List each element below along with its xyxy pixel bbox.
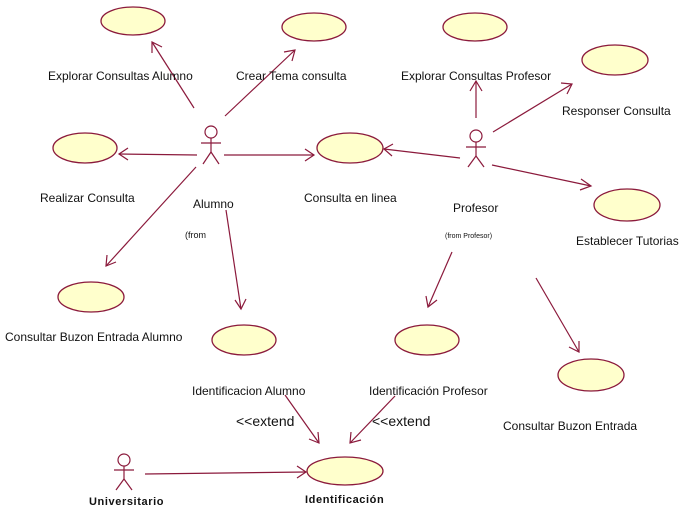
label-crear-tema-consulta: Crear Tema consulta — [236, 69, 347, 83]
usecase-consultar-buzon-entrada[interactable] — [557, 358, 625, 392]
association-alumno-buzon — [105, 166, 197, 267]
usecase-realizar-consulta[interactable] — [52, 132, 118, 164]
label-consulta-en-linea: Consulta en linea — [304, 191, 397, 205]
label-extend-profesor: <<extend — [372, 413, 430, 429]
association-alumno-realizar — [117, 147, 198, 161]
extend-profesor-identificacion — [349, 395, 396, 444]
association-profesor-responser — [492, 82, 573, 133]
association-profesor-consulta-linea — [382, 143, 461, 159]
association-profesor-buzon — [535, 277, 580, 353]
usecase-consultar-buzon-entrada-alumno[interactable] — [57, 281, 125, 313]
actor-alumno[interactable] — [201, 125, 221, 165]
association-profesor-establecer — [491, 164, 593, 191]
label-actor-alumno: Alumno — [193, 197, 234, 211]
association-profesor-identificacion — [425, 251, 453, 309]
usecase-identificacion-alumno[interactable] — [211, 324, 277, 356]
actor-universitario[interactable] — [114, 453, 134, 491]
label-actor-profesor-note: (from Profesor) — [445, 233, 492, 240]
label-actor-universitario: Universitario — [89, 496, 164, 508]
label-establecer-tutorias: Establecer Tutorias — [576, 234, 679, 248]
usecase-crear-tema-consulta[interactable] — [281, 12, 347, 42]
association-alumno-crear-tema — [224, 49, 296, 117]
label-realizar-consulta: Realizar Consulta — [40, 191, 135, 205]
label-actor-profesor: Profesor — [453, 201, 498, 215]
usecase-identificacion[interactable] — [306, 456, 384, 486]
label-consultar-buzon-entrada: Consultar Buzon Entrada — [503, 419, 637, 433]
label-explorar-consultas-profesor: Explorar Consultas Profesor — [401, 69, 551, 83]
label-identificacion: Identificación — [305, 494, 384, 506]
association-universitario-identificacion — [144, 465, 308, 479]
association-alumno-explorar — [151, 41, 195, 109]
label-consultar-buzon-entrada-alumno: Consultar Buzon Entrada Alumno — [5, 330, 183, 344]
association-profesor-explorar — [469, 79, 483, 118]
usecase-consulta-en-linea[interactable] — [316, 132, 384, 164]
usecase-explorar-consultas-alumno[interactable] — [100, 6, 166, 36]
label-explorar-consultas-alumno: Explorar Consultas Alumno — [48, 69, 193, 83]
usecase-explorar-consultas-profesor[interactable] — [442, 12, 508, 42]
association-alumno-identificacion — [225, 209, 247, 311]
actor-profesor[interactable] — [466, 129, 486, 168]
usecase-responser-consulta[interactable] — [581, 44, 649, 76]
association-alumno-consulta-linea — [224, 148, 316, 162]
label-actor-alumno-note: (from — [185, 230, 206, 240]
usecase-establecer-tutorias[interactable] — [593, 188, 661, 222]
label-identificacion-profesor: Identificación Profesor — [369, 384, 488, 398]
label-identificacion-alumno: Identificacion Alumno — [192, 384, 306, 398]
label-extend-alumno: <<extend — [236, 413, 294, 429]
usecase-identificacion-profesor[interactable] — [394, 324, 460, 356]
extend-alumno-identificacion — [284, 394, 320, 444]
label-responser-consulta: Responser Consulta — [562, 104, 671, 118]
